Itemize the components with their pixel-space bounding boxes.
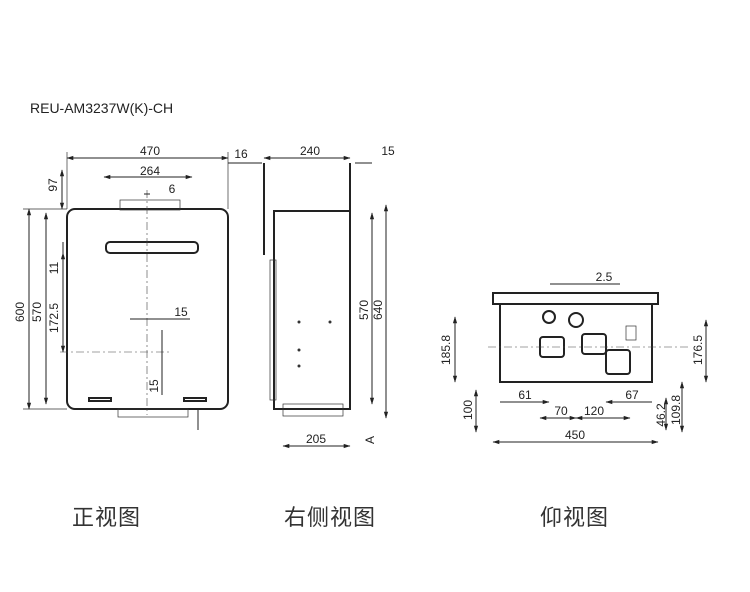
dim-640: 640 bbox=[371, 300, 385, 320]
front-body-outline bbox=[66, 208, 229, 410]
dim-61: 61 bbox=[518, 388, 532, 402]
front-mount-bracket bbox=[119, 199, 181, 211]
dim-176-5: 176.5 bbox=[691, 335, 705, 365]
dim-600: 600 bbox=[13, 302, 27, 322]
dim-side-15: 15 bbox=[381, 144, 395, 158]
dim-205: 205 bbox=[306, 432, 326, 446]
dim-6: 6 bbox=[169, 182, 176, 196]
dim-46-2: 46.2 bbox=[654, 403, 668, 427]
side-screw-3 bbox=[297, 348, 301, 352]
bottom-view: 2.5 185.8 176.5 61 67 100 70 120 46.2 bbox=[439, 270, 709, 445]
side-screw-1 bbox=[297, 320, 301, 324]
side-view: 240 15 570 640 205 A bbox=[263, 144, 395, 449]
bottom-valve bbox=[625, 325, 637, 341]
dim-67: 67 bbox=[625, 388, 639, 402]
model-label: REU-AM3237W(K)-CH bbox=[30, 100, 174, 116]
dim-16: 16 bbox=[234, 147, 248, 161]
dim-70: 70 bbox=[554, 404, 568, 418]
dim-100: 100 bbox=[461, 400, 475, 420]
dim-470: 470 bbox=[140, 144, 160, 158]
front-top-vent bbox=[105, 241, 199, 254]
side-body-outline bbox=[273, 210, 351, 410]
bottom-water-inlet bbox=[568, 312, 584, 328]
dim-side-570: 570 bbox=[357, 300, 371, 320]
front-view: 470 16 264 6 97 600 570 172.5 bbox=[13, 144, 262, 430]
bottom-view-title: 仰视图 bbox=[540, 506, 610, 531]
dim-2-5: 2.5 bbox=[596, 270, 613, 284]
bottom-fitting-right bbox=[605, 349, 631, 375]
bottom-gas-inlet bbox=[542, 310, 556, 324]
dim-264: 264 bbox=[140, 164, 160, 178]
dim-109-8: 109.8 bbox=[669, 395, 683, 425]
dim-172-5: 172.5 bbox=[47, 303, 61, 333]
side-pipe-fittings bbox=[282, 403, 344, 417]
front-foot-left bbox=[88, 397, 112, 402]
front-view-title: 正视图 bbox=[72, 506, 142, 531]
bottom-fitting-center bbox=[581, 333, 607, 355]
dim-450: 450 bbox=[565, 428, 585, 442]
marker-a: A bbox=[363, 436, 377, 444]
dim-15-v: 15 bbox=[147, 379, 161, 393]
dim-240: 240 bbox=[300, 144, 320, 158]
dim-97: 97 bbox=[46, 178, 60, 192]
side-screw-4 bbox=[297, 364, 301, 368]
dim-185-8: 185.8 bbox=[439, 335, 453, 365]
side-vent-strip bbox=[269, 259, 277, 401]
bottom-top-plate bbox=[492, 292, 659, 305]
front-pipe-fittings bbox=[117, 408, 189, 418]
bottom-body-outline bbox=[499, 303, 653, 383]
side-screw-2 bbox=[328, 320, 332, 324]
front-foot-right bbox=[183, 397, 207, 402]
dim-15-h: 15 bbox=[174, 305, 188, 319]
dim-11: 11 bbox=[47, 261, 61, 274]
dim-120: 120 bbox=[584, 404, 604, 418]
dim-570: 570 bbox=[30, 302, 44, 322]
side-view-title: 右侧视图 bbox=[284, 506, 377, 531]
